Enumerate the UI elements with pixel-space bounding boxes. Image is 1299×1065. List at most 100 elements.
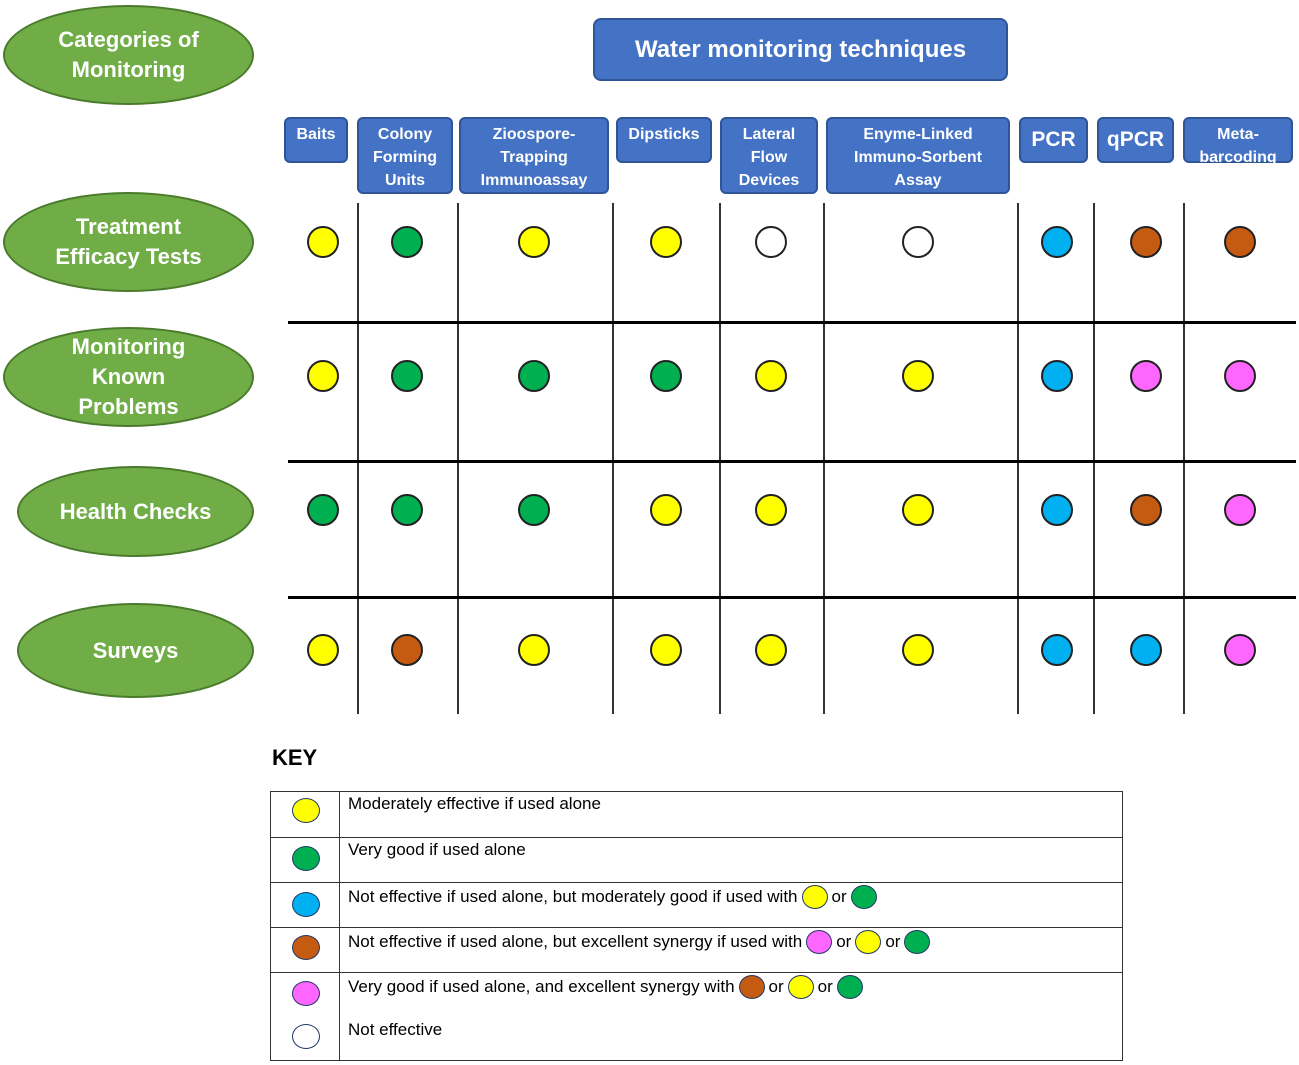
rating-dot-white	[902, 226, 934, 258]
key-text: Very good if used alone, and excellent s…	[348, 975, 867, 999]
column-header: Baits	[284, 117, 348, 163]
column-header: Lateral Flow Devices	[720, 117, 818, 194]
column-header: Meta- barcoding	[1183, 117, 1293, 166]
rating-dot-blue	[1041, 360, 1073, 392]
rating-dot-blue	[1041, 494, 1073, 526]
key-separator	[339, 792, 340, 1060]
key-description: Not effective if used alone, but moderat…	[348, 887, 798, 906]
key-dot-brown	[292, 935, 320, 960]
column-header: Colony Forming Units	[357, 117, 453, 194]
key-text: Not effective if used alone, but moderat…	[348, 885, 881, 909]
key-dot-white	[292, 1024, 320, 1049]
rating-dot-white	[755, 226, 787, 258]
rating-dot-pink	[1224, 360, 1256, 392]
rating-dot-brown	[1130, 226, 1162, 258]
rating-dot-brown	[1224, 226, 1256, 258]
key-text: Not effective	[348, 1020, 442, 1040]
grid-vertical-line	[1017, 203, 1019, 714]
categories-header: Categories of Monitoring	[3, 5, 254, 105]
key-row-divider	[271, 882, 1122, 883]
key-inline-dot-green	[850, 885, 877, 909]
column-header: Enyme-Linked Immuno-Sorbent Assay	[826, 117, 1010, 194]
rating-dot-blue	[1041, 634, 1073, 666]
rating-dot-yellow	[755, 634, 787, 666]
column-header: qPCR	[1097, 117, 1174, 163]
column-header: Dipsticks	[616, 117, 712, 163]
rating-dot-yellow	[518, 226, 550, 258]
key-description: Not effective	[348, 1020, 443, 1039]
grid-vertical-line	[1183, 203, 1185, 714]
grid-vertical-line	[823, 203, 825, 714]
key-inline-dot-yellow	[787, 975, 814, 999]
key-inline-dot-yellow	[801, 885, 828, 909]
grid-vertical-line	[457, 203, 459, 714]
rating-dot-green	[518, 360, 550, 392]
key-description: Very good if used alone, and excellent s…	[348, 977, 735, 996]
key-dot-yellow	[292, 798, 320, 823]
key-or-word: or	[817, 977, 833, 996]
key-row-divider	[271, 972, 1122, 973]
row-label: Health Checks	[17, 466, 254, 557]
techniques-header: Water monitoring techniques	[593, 18, 1008, 81]
key-inline-dot-pink	[806, 930, 833, 954]
grid-horizontal-line	[288, 596, 1296, 599]
rating-dot-brown	[391, 634, 423, 666]
key-text: Not effective if used alone, but excelle…	[348, 930, 934, 954]
key-row-divider	[271, 837, 1122, 838]
row-label: Surveys	[17, 603, 254, 698]
key-row-divider	[271, 927, 1122, 928]
key-text: Moderately effective if used alone	[348, 794, 601, 814]
key-or-word: or	[836, 932, 852, 951]
rating-dot-yellow	[755, 360, 787, 392]
key-or-word: or	[885, 932, 901, 951]
grid-vertical-line	[719, 203, 721, 714]
rating-dot-yellow	[902, 360, 934, 392]
rating-dot-green	[391, 226, 423, 258]
rating-dot-yellow	[307, 634, 339, 666]
rating-dot-yellow	[902, 494, 934, 526]
key-dot-blue	[292, 892, 320, 917]
column-header: Zioospore- Trapping Immunoassay	[459, 117, 609, 194]
key-description: Not effective if used alone, but excelle…	[348, 932, 803, 951]
grid-horizontal-line	[288, 460, 1296, 463]
grid-vertical-line	[1093, 203, 1095, 714]
rating-dot-yellow	[650, 494, 682, 526]
key-inline-dot-green	[904, 930, 931, 954]
rating-dot-green	[391, 494, 423, 526]
key-inline-dot-green	[836, 975, 863, 999]
rating-dot-yellow	[650, 226, 682, 258]
rating-dot-yellow	[307, 360, 339, 392]
rating-dot-green	[307, 494, 339, 526]
key-title: KEY	[272, 745, 318, 770]
rating-dot-yellow	[755, 494, 787, 526]
rating-dot-pink	[1130, 360, 1162, 392]
rating-dot-blue	[1130, 634, 1162, 666]
rating-dot-pink	[1224, 494, 1256, 526]
key-inline-dot-yellow	[855, 930, 882, 954]
rating-dot-yellow	[518, 634, 550, 666]
column-header: PCR	[1019, 117, 1088, 163]
grid-vertical-line	[612, 203, 614, 714]
rating-dot-yellow	[307, 226, 339, 258]
key-inline-dot-brown	[738, 975, 765, 999]
grid-vertical-line	[357, 203, 359, 714]
key-description: Moderately effective if used alone	[348, 794, 601, 813]
key-text: Very good if used alone	[348, 840, 526, 860]
key-or-word: or	[831, 887, 847, 906]
key-dot-pink	[292, 981, 320, 1006]
rating-dot-green	[518, 494, 550, 526]
key-description: Very good if used alone	[348, 840, 526, 859]
grid-horizontal-line	[288, 321, 1296, 324]
rating-dot-blue	[1041, 226, 1073, 258]
row-label: Monitoring Known Problems	[3, 327, 254, 427]
rating-dot-yellow	[650, 634, 682, 666]
rating-dot-yellow	[902, 634, 934, 666]
rating-dot-green	[650, 360, 682, 392]
rating-dot-green	[391, 360, 423, 392]
row-label: Treatment Efficacy Tests	[3, 192, 254, 292]
rating-dot-pink	[1224, 634, 1256, 666]
key-or-word: or	[768, 977, 784, 996]
rating-dot-brown	[1130, 494, 1162, 526]
key-dot-green	[292, 846, 320, 871]
